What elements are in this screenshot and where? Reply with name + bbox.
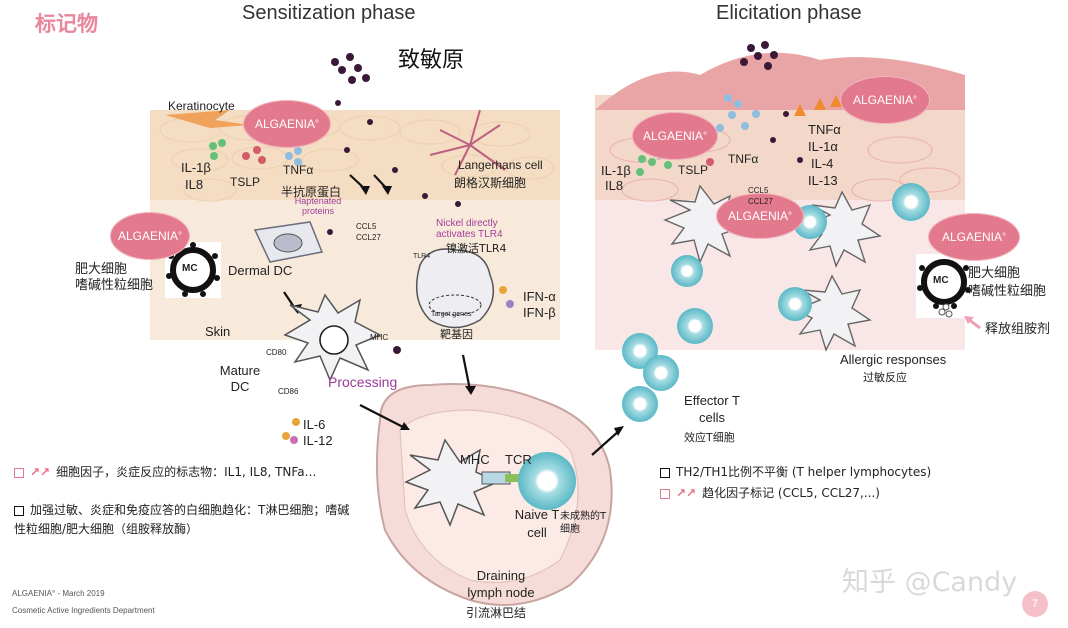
keratinocyte-label: Keratinocyte: [168, 99, 235, 113]
algaenia-pill-5: ALGAENIA°: [716, 193, 804, 239]
note-left-1: ↗↗细胞因子，炎症反应的标志物：IL1, IL8, TNFa…: [14, 463, 359, 481]
hapten-zh-label: 半抗原蛋白: [281, 185, 342, 199]
ifn-b-label: IFN-β: [523, 305, 556, 320]
cd80-label: CD80: [266, 348, 287, 357]
right-mast-zh-label: 肥大细胞: [968, 266, 1021, 281]
effector-t-cell-3: [643, 355, 679, 391]
algaenia-pill-2: ALGAENIA°: [110, 212, 190, 260]
algaenia-pill-4: ALGAENIA°: [632, 112, 718, 160]
skin-label: Skin: [205, 324, 231, 339]
page-number: 7: [1031, 598, 1039, 610]
lymph-tcr-label: TCR: [505, 452, 532, 467]
footer-brand-date: ALGAENIA° - March 2019: [12, 589, 105, 598]
right-ccl27-label: CCL27: [748, 197, 773, 206]
t-cell-right-4: [671, 255, 703, 287]
right-il4-label: IL-4: [811, 156, 834, 171]
left-tnfa-label: TNFα: [283, 163, 314, 177]
right-il1a-label: IL-1α: [808, 139, 838, 154]
cd86-label: CD86: [278, 387, 299, 396]
effector-zh-label: 效应T细胞: [684, 431, 735, 444]
bullet-pink-icon: [660, 488, 670, 499]
bullet-square-icon: [660, 467, 670, 478]
right-il13-label: IL-13: [808, 173, 838, 188]
brand-title: 标记物: [35, 12, 98, 36]
note-left-2: 加强过敏、炎症和免疫应答的白细胞趋化：T淋巴细胞；嗜碱性粒细胞/肥大细胞（组胺释…: [14, 503, 350, 536]
langerhans-cell-shape: [429, 109, 506, 176]
left-ccl27-label: CCL27: [356, 233, 381, 242]
algaenia-pill-6: ALGAENIA°: [928, 213, 1020, 261]
nickel-zh-label: 镍激活TLR4: [446, 242, 507, 255]
keratinocyte-shape: [165, 110, 250, 128]
histamine-zh-label: 释放组胺剂: [985, 322, 1051, 337]
target-genes-label: Target genes: [431, 311, 472, 318]
mast-cell-left-label: MC: [182, 263, 198, 274]
left-il1b-label: IL-1β: [181, 160, 211, 175]
bullet-pink-icon: [14, 467, 24, 478]
right-il1b-label: IL-1β: [601, 163, 631, 178]
right-tslp-label: TSLP: [678, 163, 709, 177]
double-arrow-icon: ↗↗: [676, 486, 697, 500]
bullet-square-icon: [14, 505, 24, 516]
mature-dc-label: Mature DC: [219, 363, 261, 394]
left-il8-label: IL8: [185, 177, 204, 192]
naive-t-cell: [518, 452, 576, 510]
naive-t-cell-zh-label: 未成熟的T细胞: [560, 511, 607, 535]
double-arrow-icon: ↗↗: [30, 465, 51, 479]
effector-t-cell-1: [677, 308, 713, 344]
left-tslp-label: TSLP: [230, 175, 261, 189]
processing-label: Processing: [328, 374, 398, 390]
left-mhc-label: MHC: [370, 333, 389, 342]
tlr4-label: TLR4: [413, 253, 431, 260]
naive-t-cell-label: Naive T cell: [514, 507, 560, 540]
right-tnfa-label: TNFα: [728, 152, 759, 166]
mast-cell-right-label: MC: [933, 275, 949, 286]
right-ccl5-label: CCL5: [748, 186, 769, 195]
right-baso-zh-label: 嗜碱性粒细胞: [968, 284, 1047, 299]
allergic-zh-label: 过敏反应: [863, 371, 907, 384]
note-right-1: TH2/TH1比例不平衡 (T helper lymphocytes): [660, 463, 1060, 481]
il12-label: IL-12: [303, 433, 333, 448]
footer-department: Cosmetic Active Ingredients Department: [12, 606, 155, 615]
t-cell-right-2: [892, 183, 930, 221]
draining-lymph-label: Draining lymph node: [467, 568, 535, 600]
ifn-a-label: IFN-α: [523, 289, 556, 304]
langerhans-en-label: Langerhans cell: [458, 158, 543, 172]
dermal-dc-label: Dermal DC: [228, 263, 293, 278]
histamine-arrow-icon: [964, 316, 981, 330]
elicitation-title: Elicitation phase: [716, 2, 862, 24]
draining-lymph-zh-label: 引流淋巴结: [466, 606, 527, 620]
algaenia-pill-1: ALGAENIA°: [243, 100, 331, 148]
mast-cell-left: MC: [165, 242, 221, 298]
page-number-badge: 7: [1022, 591, 1048, 617]
right-tnfa2-label: TNFα: [808, 122, 841, 137]
langerhans-zh-label: 朗格汉斯细胞: [454, 176, 527, 190]
mast-cell-right: MC: [916, 254, 972, 318]
algaenia-pill-3: ALGAENIA°: [840, 76, 930, 124]
note-right-2: ↗↗趋化因子标记 (CCL5, CCL27,...): [660, 484, 1060, 502]
nickel-en-label: Nickel directly activates TLR4: [436, 218, 503, 240]
il6-label: IL-6: [303, 417, 326, 432]
lymph-mhc-label: MHC: [460, 452, 490, 467]
left-mast-zh-label: 肥大细胞: [75, 262, 128, 277]
hapten-en-label: Haptenated proteins: [294, 196, 342, 216]
target-genes-zh-label: 靶基因: [440, 328, 473, 341]
sensitization-title: Sensitization phase: [242, 2, 416, 24]
allergen-label: 致敏原: [398, 48, 465, 73]
left-baso-zh-label: 嗜碱性粒细胞: [75, 278, 154, 293]
watermark: 知乎 @Candy: [842, 567, 1018, 598]
allergic-en-label: Allergic responses: [840, 352, 947, 367]
t-cell-right-3: [778, 287, 812, 321]
tlr4-cell: [415, 248, 495, 329]
effector-t-cell-4: [622, 386, 658, 422]
left-ccl5-label: CCL5: [356, 222, 377, 231]
effector-en-label: Effector T cells: [684, 393, 740, 425]
right-il8-label: IL8: [605, 178, 624, 193]
